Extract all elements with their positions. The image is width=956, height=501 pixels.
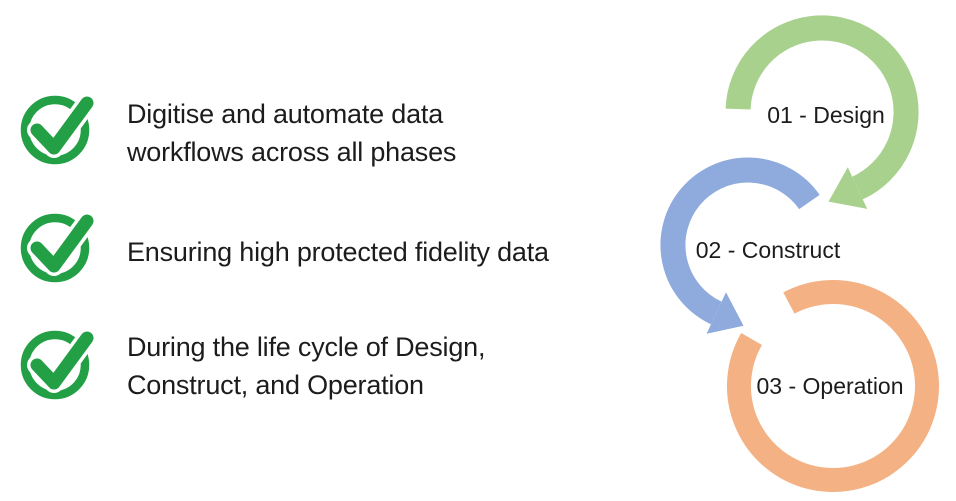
cycle-step-label: 03 - Operation [756,373,903,399]
check-mark [30,214,94,273]
design-arrow-head [828,167,868,209]
checklist-item-line: Digitise and automate data [127,99,444,129]
check-ring [20,213,90,283]
checklist-item-text: Ensuring high protected fidelity data [127,233,549,271]
cycle-step-label: 01 - Design [767,102,885,128]
cycle-step-label: 02 - Construct [696,237,841,263]
cycle-diagram: 01 - Design 02 - Construct 03 - Operatio… [660,15,939,492]
construct-arrow-head [706,292,744,334]
check-mark [30,331,94,390]
check-ring [20,330,90,400]
checklist-item-text: During the life cycle of Design, Constru… [127,328,485,404]
checklist-item-text: Digitise and automate data workflows acr… [127,95,456,171]
operation-arc [727,280,939,492]
design-arc [725,15,919,200]
cycle-step-design: 01 - Design [725,15,919,209]
construct-arc [660,157,820,325]
checklist-item-line: Ensuring high protected fidelity data [127,237,549,267]
check-circle-icon [20,328,97,400]
check-ring [20,95,90,165]
check-circle-icon [20,211,97,283]
check-mark [30,96,94,155]
cycle-step-operation: 03 - Operation [727,280,939,492]
checklist-item-line: Construct, and Operation [127,370,424,400]
checklist-item-line: workflows across all phases [127,137,457,167]
checklist-item-line: During the life cycle of Design, [127,332,486,362]
check-circle-icon [20,93,97,165]
cycle-step-construct: 02 - Construct [660,157,841,334]
